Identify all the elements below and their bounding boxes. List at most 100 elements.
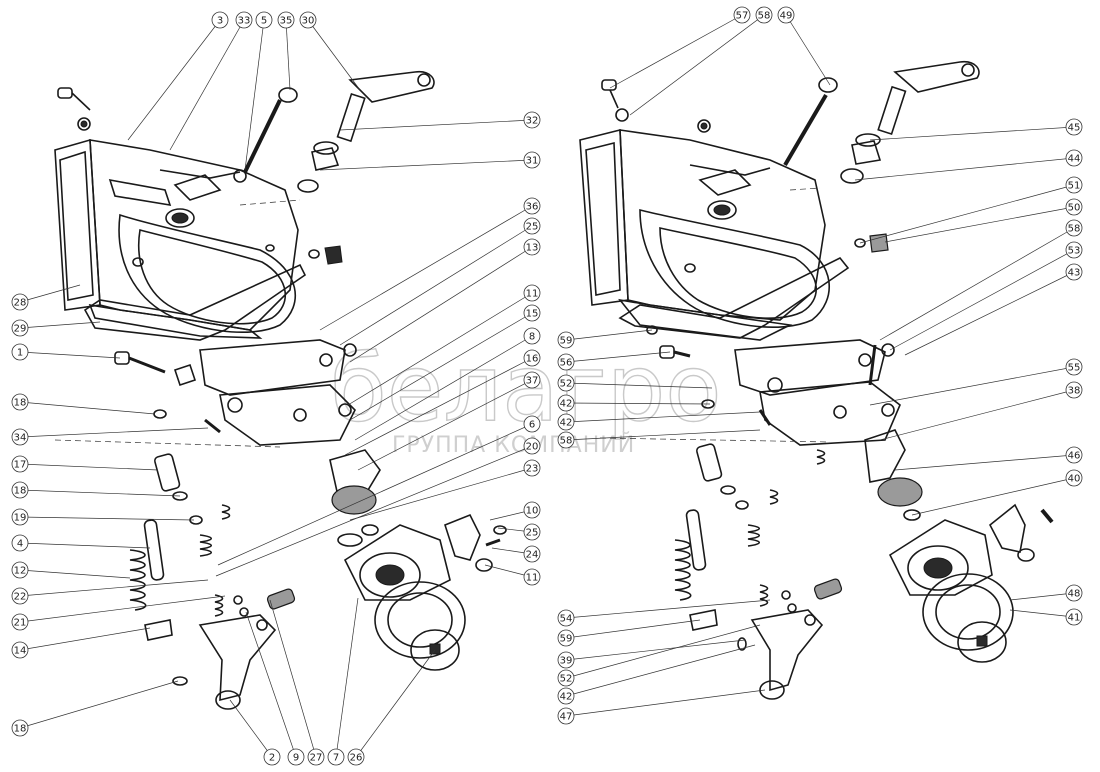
callout-bubble [557, 331, 575, 349]
left-lever [297, 70, 435, 193]
callout-leader [911, 477, 1075, 516]
callout-label-right-23: 59 [560, 634, 573, 645]
callout-leader [347, 292, 533, 406]
callout-bubble [347, 748, 365, 766]
callout-label-left-10: 11 [526, 289, 539, 300]
callout-leader [565, 624, 761, 679]
callout-label-right-21: 41 [1068, 613, 1081, 624]
callout-leader [339, 225, 533, 346]
callout-label-right-3: 45 [1068, 123, 1081, 134]
callout-label-left-24: 1 [17, 348, 23, 359]
callout-label-left-34: 14 [14, 646, 27, 657]
callout-bubble [777, 6, 795, 24]
callout-bubble [523, 197, 541, 215]
callout-label-left-4: 30 [302, 16, 315, 27]
callout-bubble [557, 687, 575, 705]
callout-leader [244, 19, 265, 171]
callout-leader [357, 379, 533, 471]
callout-label-right-18: 46 [1068, 451, 1081, 462]
right-plug [854, 233, 889, 253]
callout-label-left-32: 22 [14, 592, 27, 603]
left-gears [329, 449, 466, 671]
callout-leader [19, 569, 131, 579]
callout-label-left-39: 7 [333, 753, 339, 764]
callout-label-left-21: 11 [526, 573, 539, 584]
left-small-parts [444, 513, 507, 572]
callout-leader [565, 411, 761, 423]
callout-label-left-23: 29 [14, 324, 27, 335]
callout-bubble [523, 304, 541, 322]
right-bolt-56 [646, 325, 691, 359]
callout-label-right-20: 48 [1068, 589, 1081, 600]
left-shaft-17 [154, 453, 203, 525]
callout-label-right-25: 52 [560, 674, 573, 685]
callout-leader [19, 321, 101, 329]
callout-bubble [11, 561, 29, 579]
callout-leader [1009, 592, 1075, 601]
callout-bubble [11, 613, 29, 631]
callout-label-right-19: 40 [1068, 474, 1081, 485]
left-lower-lever [144, 588, 296, 710]
callout-label-left-6: 31 [526, 156, 539, 167]
callout-label-right-2: 49 [780, 11, 793, 22]
callout-label-right-4: 44 [1068, 154, 1081, 165]
callout-leader [19, 463, 159, 471]
callout-bubble [11, 343, 29, 361]
callout-leader [785, 14, 831, 86]
callout-leader [349, 246, 533, 363]
callout-leader [19, 401, 156, 415]
callout-bubble [1065, 219, 1083, 237]
callout-label-left-8: 25 [526, 222, 539, 233]
left-mechanism [173, 339, 357, 446]
callout-label-left-5: 32 [526, 116, 539, 127]
callout-label-left-25: 18 [14, 398, 27, 409]
callout-leader [215, 445, 533, 577]
callout-bubble [523, 371, 541, 389]
callout-label-left-12: 8 [529, 332, 535, 343]
callout-label-right-8: 53 [1068, 246, 1081, 257]
callout-bubble [1065, 176, 1083, 194]
right-mechanism [734, 339, 901, 446]
callout-label-left-33: 21 [14, 618, 27, 629]
callout-bubble [733, 6, 751, 24]
callout-leader [884, 206, 1075, 243]
callout-leader [869, 366, 1075, 406]
callout-bubble [211, 11, 229, 29]
callout-leader [127, 19, 221, 141]
callout-label-left-20: 24 [526, 550, 539, 561]
callout-leader [217, 423, 533, 566]
callout-bubble [1065, 469, 1083, 487]
callout-leader [285, 19, 291, 91]
callout-bubble [1065, 263, 1083, 281]
callout-bubble [523, 545, 541, 563]
callout-leader [245, 611, 297, 758]
callout-leader [229, 699, 273, 758]
callout-bubble [523, 523, 541, 541]
left-housing [54, 138, 299, 339]
callout-label-left-30: 4 [17, 539, 23, 550]
right-gears [864, 429, 1014, 663]
right-lower-lever [689, 578, 843, 700]
right-shaft [696, 443, 749, 510]
callout-leader [307, 19, 361, 91]
right-small-parts [988, 503, 1054, 562]
callout-label-left-29: 19 [14, 513, 27, 524]
callout-leader [319, 159, 533, 171]
callout-leader [269, 599, 317, 758]
callout-bubble [557, 413, 575, 431]
callout-label-left-31: 12 [14, 566, 27, 577]
callout-bubble [11, 641, 29, 659]
callout-label-right-26: 42 [560, 692, 573, 703]
callout-bubble [11, 393, 29, 411]
callout-bubble [523, 415, 541, 433]
callout-bubble [1065, 241, 1083, 259]
callout-bubble [1065, 608, 1083, 626]
callout-label-left-16: 20 [526, 442, 539, 453]
callout-bubble [523, 284, 541, 302]
callout-bubble [557, 431, 575, 449]
callout-label-right-24: 39 [560, 656, 573, 667]
callout-label-right-10: 59 [560, 336, 573, 347]
callout-bubble [277, 11, 295, 29]
right-housing [579, 128, 830, 341]
